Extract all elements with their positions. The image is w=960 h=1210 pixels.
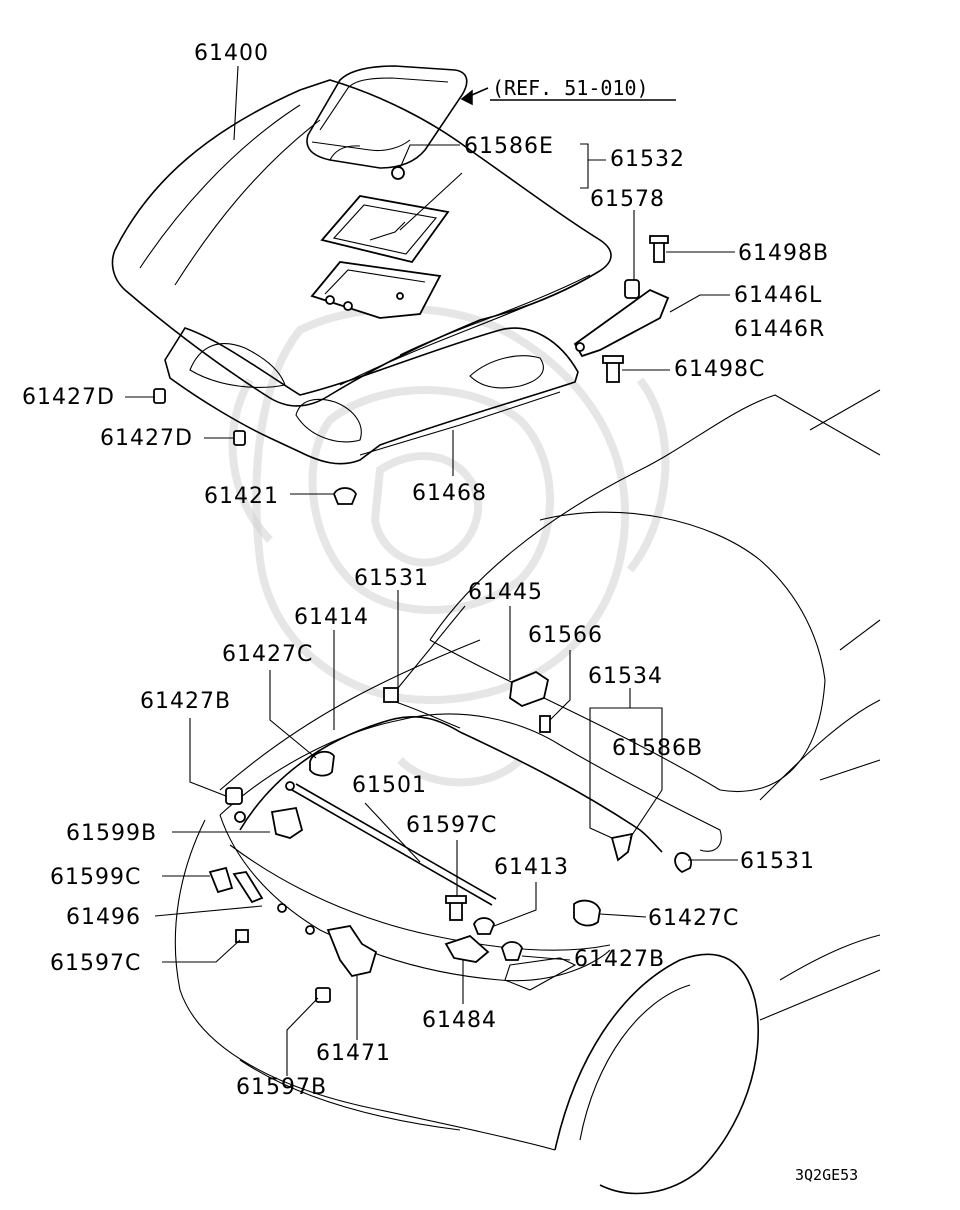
callout-61586B: 61586B <box>612 736 703 761</box>
callout-61531-1: 61531 <box>354 566 429 591</box>
hood-scoop <box>306 65 468 169</box>
reference-note: (REF. 51-010) <box>492 76 649 100</box>
leader-lines <box>125 65 738 1076</box>
callout-61501: 61501 <box>352 773 427 798</box>
callout-61446R: 61446R <box>734 317 825 342</box>
hood-insulator <box>164 327 579 465</box>
callout-61427C-2: 61427C <box>648 906 739 931</box>
car-body <box>174 389 881 1195</box>
callout-61532: 61532 <box>610 147 685 172</box>
callout-61427D-2: 61427D <box>100 426 193 451</box>
callout-61427D-1: 61427D <box>22 385 115 410</box>
callout-61597C-1: 61597C <box>406 813 497 838</box>
callout-61566: 61566 <box>528 623 603 648</box>
engine-bay <box>219 713 722 991</box>
callout-61445: 61445 <box>468 580 543 605</box>
callout-61597C-2: 61597C <box>50 951 141 976</box>
callout-labels: 61400 (REF. 51-010) 61586E 61532 61578 6… <box>22 41 858 1184</box>
callout-61578: 61578 <box>590 187 665 212</box>
callout-61421: 61421 <box>204 484 279 509</box>
callout-61496: 61496 <box>66 905 141 930</box>
callout-61427C-1: 61427C <box>222 642 313 667</box>
image-code: 3Q2GE53 <box>795 1166 858 1184</box>
callout-61534: 61534 <box>588 664 663 689</box>
callout-61427B-1: 61427B <box>140 689 231 714</box>
callout-61484: 61484 <box>422 1008 497 1033</box>
callout-61413: 61413 <box>494 855 569 880</box>
callout-61468: 61468 <box>412 481 487 506</box>
hood-panel <box>111 79 612 407</box>
callout-61597B: 61597B <box>236 1075 327 1100</box>
scoop-seal-frame <box>310 195 450 319</box>
callout-61586E: 61586E <box>464 134 554 159</box>
watermark-emblem <box>228 304 670 787</box>
callout-61498B: 61498B <box>738 241 829 266</box>
callout-61599B: 61599B <box>66 821 157 846</box>
hood-support-rod <box>285 781 497 906</box>
callout-61599C: 61599C <box>50 865 141 890</box>
callout-61498C: 61498C <box>674 357 765 382</box>
bay-small-parts <box>208 670 692 1003</box>
callout-61414: 61414 <box>294 605 369 630</box>
callout-61471: 61471 <box>316 1041 391 1066</box>
callout-61531-2: 61531 <box>740 849 815 874</box>
callout-61400: 61400 <box>194 41 269 66</box>
callout-61446L: 61446L <box>734 283 822 308</box>
hood-small-parts <box>153 166 670 505</box>
callout-61427B-2: 61427B <box>574 947 665 972</box>
